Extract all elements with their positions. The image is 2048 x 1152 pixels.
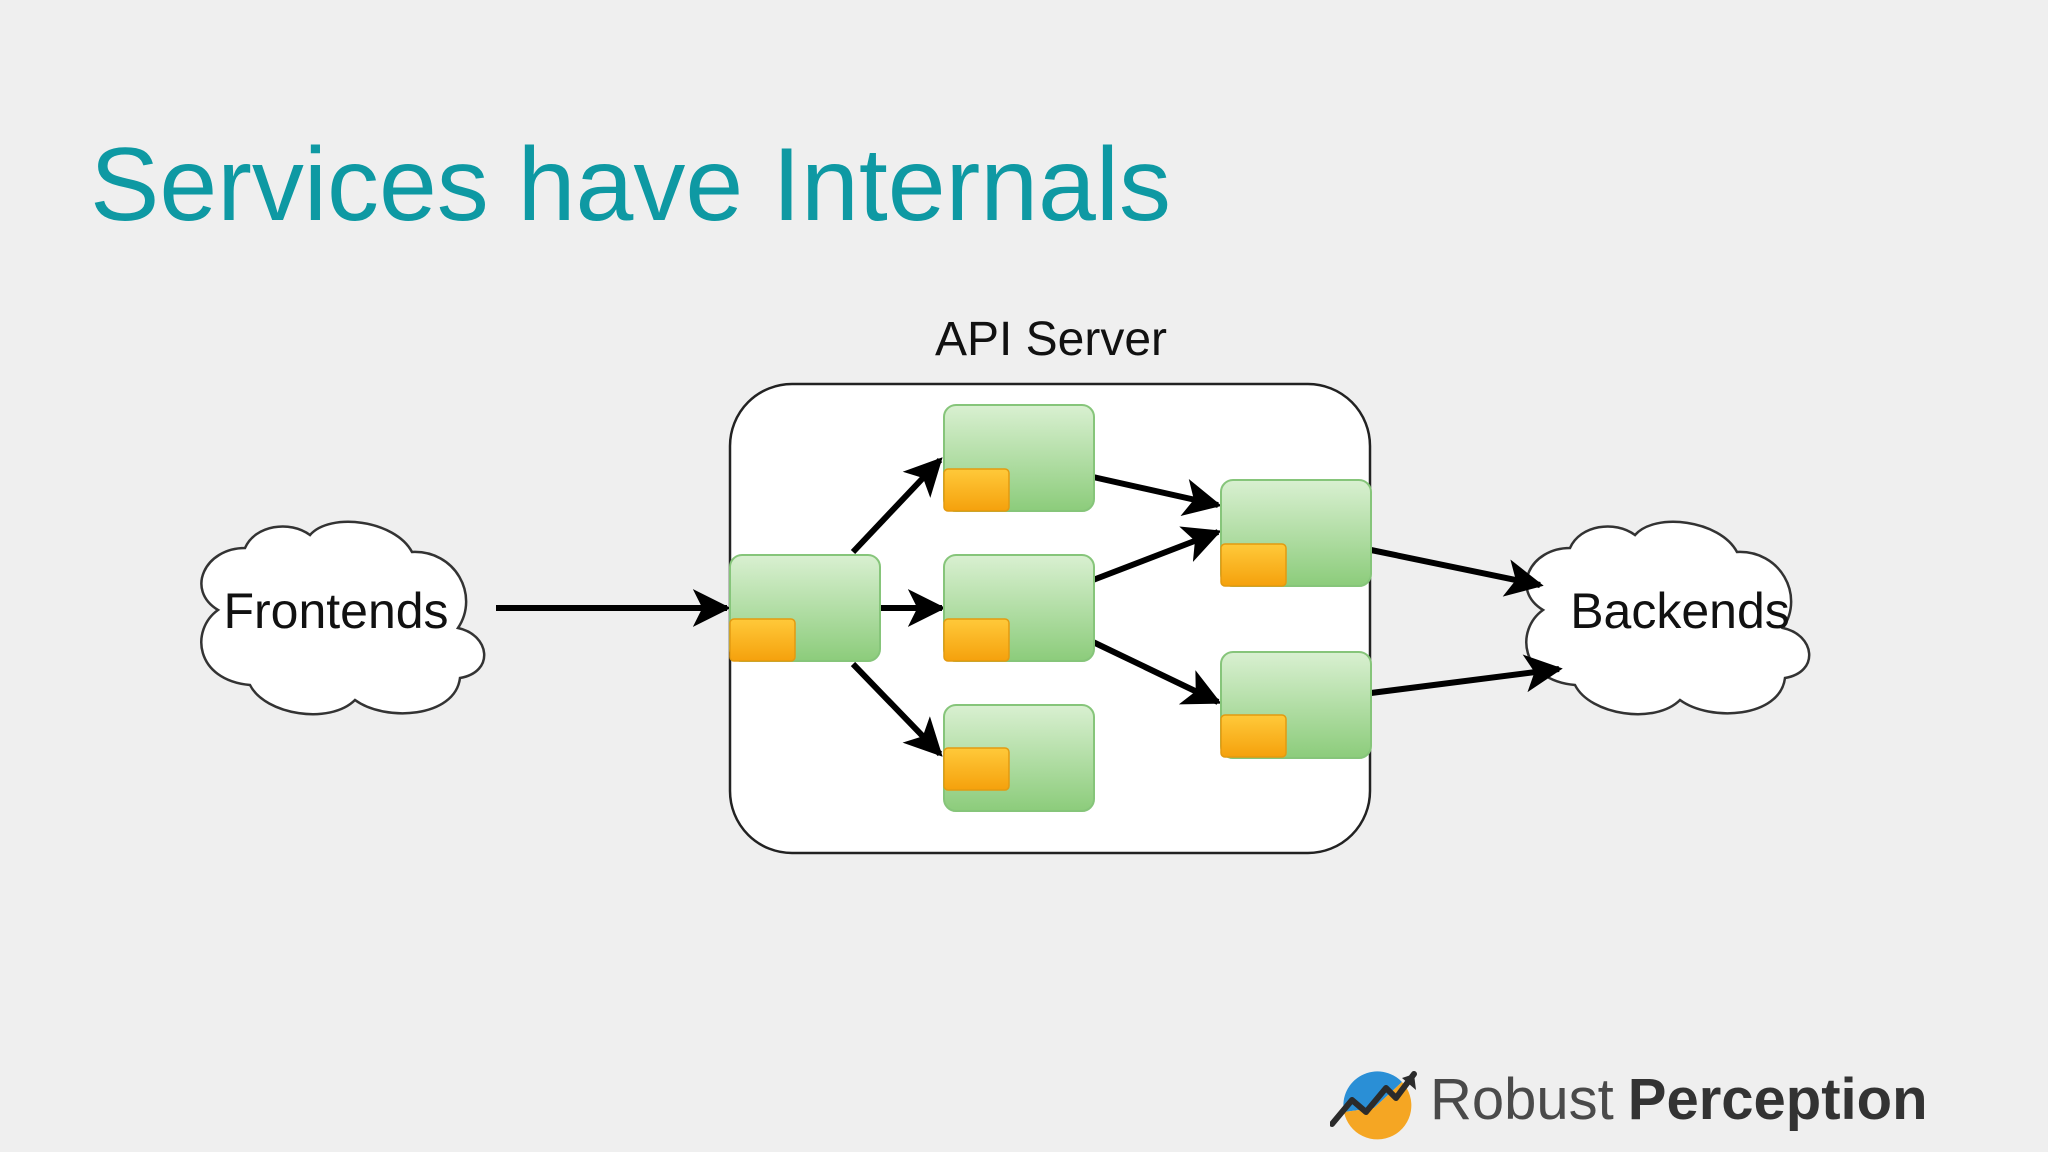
frontends-cloud: Frontends xyxy=(200,520,486,716)
component-bottom xyxy=(943,704,1095,812)
component-top xyxy=(943,404,1095,512)
component-middle xyxy=(943,554,1095,662)
backends-label: Backends xyxy=(1570,583,1790,639)
connection-arrows xyxy=(496,457,1563,757)
robust-perception-logo-icon xyxy=(1330,1071,1417,1140)
component-upper-right xyxy=(1220,479,1372,587)
arrow-entry-to-bottom xyxy=(850,661,943,757)
arrow-upper-right-to-backends xyxy=(1370,547,1544,597)
api-server-label: API Server xyxy=(935,313,1167,366)
backends-cloud: Backends xyxy=(1525,520,1811,716)
component-entry xyxy=(729,554,881,662)
arrow-entry-to-top xyxy=(850,457,943,555)
component-lower-right xyxy=(1220,651,1372,759)
arrow-middle-to-lower-right xyxy=(1091,639,1222,705)
arrow-lower-right-to-backends xyxy=(1370,654,1563,696)
arrow-top-to-upper-right xyxy=(1092,474,1222,517)
brand-name-bold: Perception xyxy=(1627,1067,1928,1132)
slide-title: Services have Internals xyxy=(90,127,1171,243)
frontends-label: Frontends xyxy=(223,583,448,639)
arrow-middle-to-upper-right xyxy=(1091,526,1222,583)
brand-name-light: Robust xyxy=(1430,1067,1614,1132)
